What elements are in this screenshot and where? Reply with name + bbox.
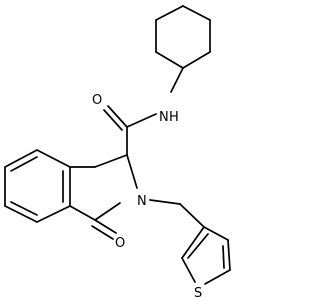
- double-bond: [94, 219, 117, 234]
- bond: [182, 51, 211, 69]
- amide-group: [103, 67, 184, 156]
- atom-label-h-amide: H: [169, 110, 179, 125]
- aromatic-bond: [222, 245, 225, 269]
- atom-label-s-thiophene: S: [194, 286, 202, 300]
- bond: [94, 202, 121, 221]
- bond: [126, 113, 157, 128]
- benzene-ring: [4, 149, 71, 223]
- atom-label-o-lactam: O: [115, 236, 125, 251]
- bond: [69, 205, 96, 221]
- bond: [179, 203, 205, 228]
- thienylmethyl-group: [149, 199, 231, 285]
- double-bond: [103, 109, 123, 131]
- bond: [36, 149, 71, 168]
- bond: [36, 205, 71, 223]
- chemical-structure: O N H N O S: [4, 5, 231, 300]
- bond: [149, 199, 181, 205]
- bond: [182, 5, 211, 21]
- bond: [126, 154, 138, 189]
- double-bond: [91, 225, 114, 240]
- bond: [4, 149, 38, 168]
- bond: [94, 154, 128, 168]
- bond: [227, 239, 231, 271]
- aromatic-bond: [10, 201, 38, 216]
- cyclohexyl-ring: [155, 5, 211, 69]
- bond: [170, 67, 184, 93]
- bond: [4, 205, 38, 223]
- bond: [155, 5, 184, 21]
- bond: [181, 226, 205, 259]
- atom-label-n-amide: N: [159, 110, 169, 125]
- aromatic-bond: [10, 156, 38, 172]
- bond: [203, 226, 229, 241]
- bond: [204, 269, 231, 285]
- double-bond: [107, 105, 128, 128]
- bond: [155, 51, 184, 69]
- atom-label-o-amide: O: [92, 93, 102, 108]
- bond: [181, 257, 196, 283]
- lactam-ring: [69, 154, 138, 240]
- atom-label-n-ring: N: [137, 194, 147, 209]
- aromatic-bond: [187, 233, 209, 259]
